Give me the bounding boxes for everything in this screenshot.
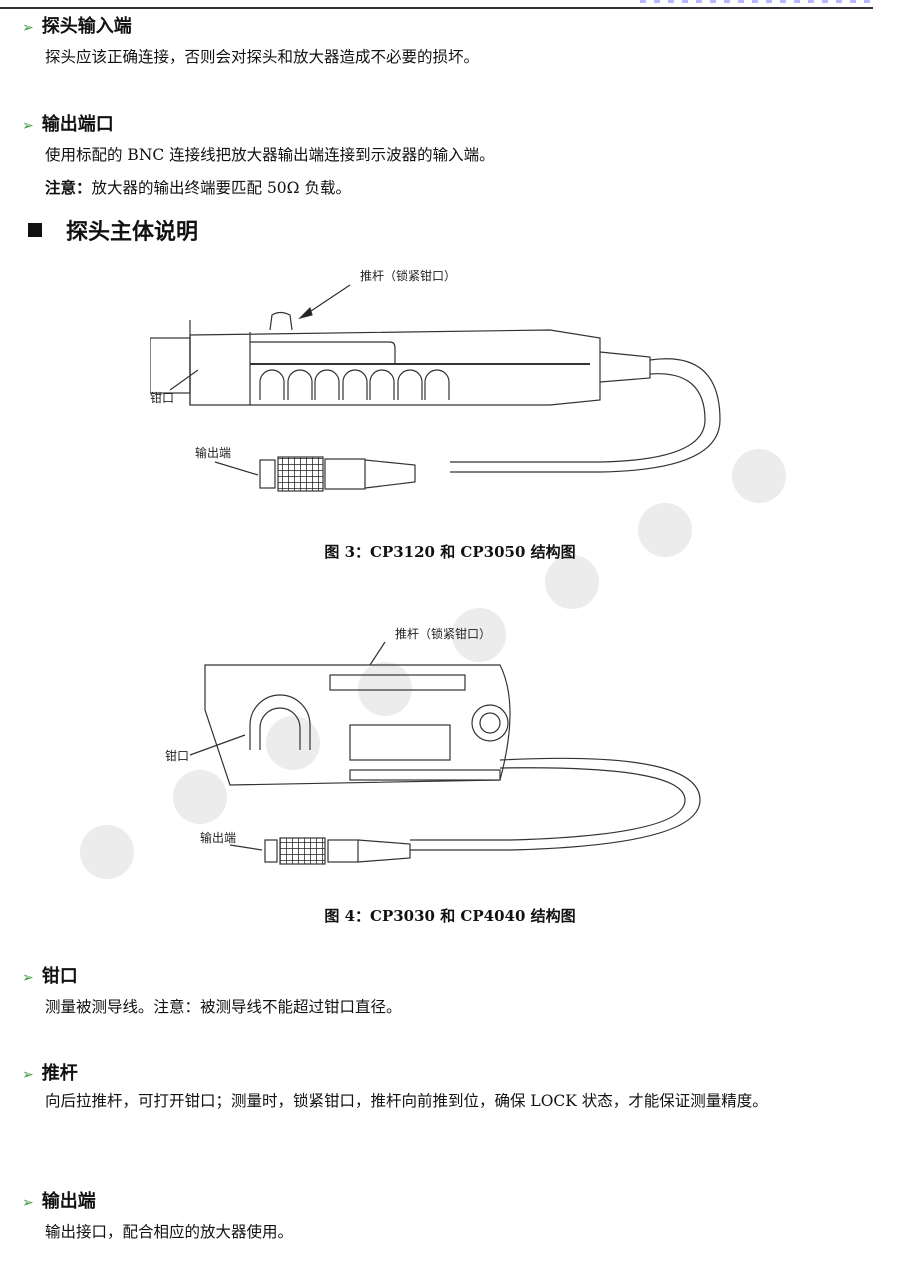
header-text-faint — [640, 0, 870, 3]
heading-text: 钳口 — [41, 966, 78, 987]
paragraph: 测量被测导线。注意：被测导线不能超过钳口直径。 — [45, 998, 402, 1016]
arrow-right-icon: ➢ — [22, 1195, 34, 1211]
watermark-dot — [732, 449, 786, 503]
watermark-dot — [358, 662, 412, 716]
grip-ridges — [259, 369, 450, 400]
heading-text: 输出端口 — [41, 114, 114, 135]
figure4-caption: 图 4：CP3030 和 CP4040 结构图 — [324, 907, 576, 925]
heading-text: 输出端 — [41, 1191, 96, 1212]
paragraph: 输出接口，配合相应的放大器使用。 — [45, 1223, 294, 1241]
paragraph: 探头应该正确连接，否则会对探头和放大器造成不必要的损坏。 — [45, 48, 480, 66]
section-title-text: 探头主体说明 — [66, 220, 199, 245]
section-title: 探头主体说明 — [28, 214, 198, 246]
note-text: 放大器的输出终端要匹配 50Ω 负载。 — [91, 179, 351, 197]
label-output: 输出端 — [195, 445, 231, 460]
label-jaw: 钳口 — [165, 749, 189, 763]
watermark-dot — [80, 825, 134, 879]
arrow-right-icon: ➢ — [22, 1067, 34, 1083]
label-pushrod: 推杆（锁紧钳口） — [360, 268, 456, 283]
note: 注意：放大器的输出终端要匹配 50Ω 负载。 — [45, 176, 351, 198]
watermark-dot — [173, 770, 227, 824]
watermark-dot — [545, 555, 599, 609]
paragraph: 使用标配的 BNC 连接线把放大器输出端连接到示波器的输入端。 — [45, 146, 495, 164]
heading-output: ➢ 输出端 — [22, 1187, 96, 1213]
label-pushrod: 推杆（锁紧钳口） — [395, 626, 491, 641]
label-output: 输出端 — [200, 830, 236, 845]
header-rule — [0, 7, 873, 9]
figure3-diagram: 推杆（锁紧钳口） 钳口 输出端 — [150, 268, 721, 492]
figure3-caption: 图 3：CP3120 和 CP3050 结构图 — [324, 543, 576, 561]
heading-text: 探头输入端 — [41, 16, 132, 37]
note-label: 注意： — [45, 178, 92, 197]
heading-output-port: ➢ 输出端口 — [22, 110, 114, 136]
square-bullet-icon — [28, 223, 42, 237]
watermark-dot — [638, 503, 692, 557]
heading-probe-input: ➢ 探头输入端 — [22, 12, 132, 38]
label-jaw: 钳口 — [150, 391, 174, 405]
figure4-diagram: 推杆（锁紧钳口） 钳口 输出端 — [165, 626, 701, 865]
heading-pushrod: ➢ 推杆 — [22, 1059, 78, 1085]
watermark-dot — [452, 608, 506, 662]
paragraph: 向后拉推杆，可打开钳口；测量时，锁紧钳口，推杆向前推到位，确保 LOCK 状态，… — [45, 1092, 768, 1110]
heading-text: 推杆 — [41, 1063, 78, 1084]
arrow-right-icon: ➢ — [22, 20, 34, 36]
watermark-dot — [266, 716, 320, 770]
arrow-right-icon: ➢ — [22, 118, 34, 134]
heading-jaw: ➢ 钳口 — [22, 962, 78, 988]
arrow-right-icon: ➢ — [22, 970, 34, 986]
